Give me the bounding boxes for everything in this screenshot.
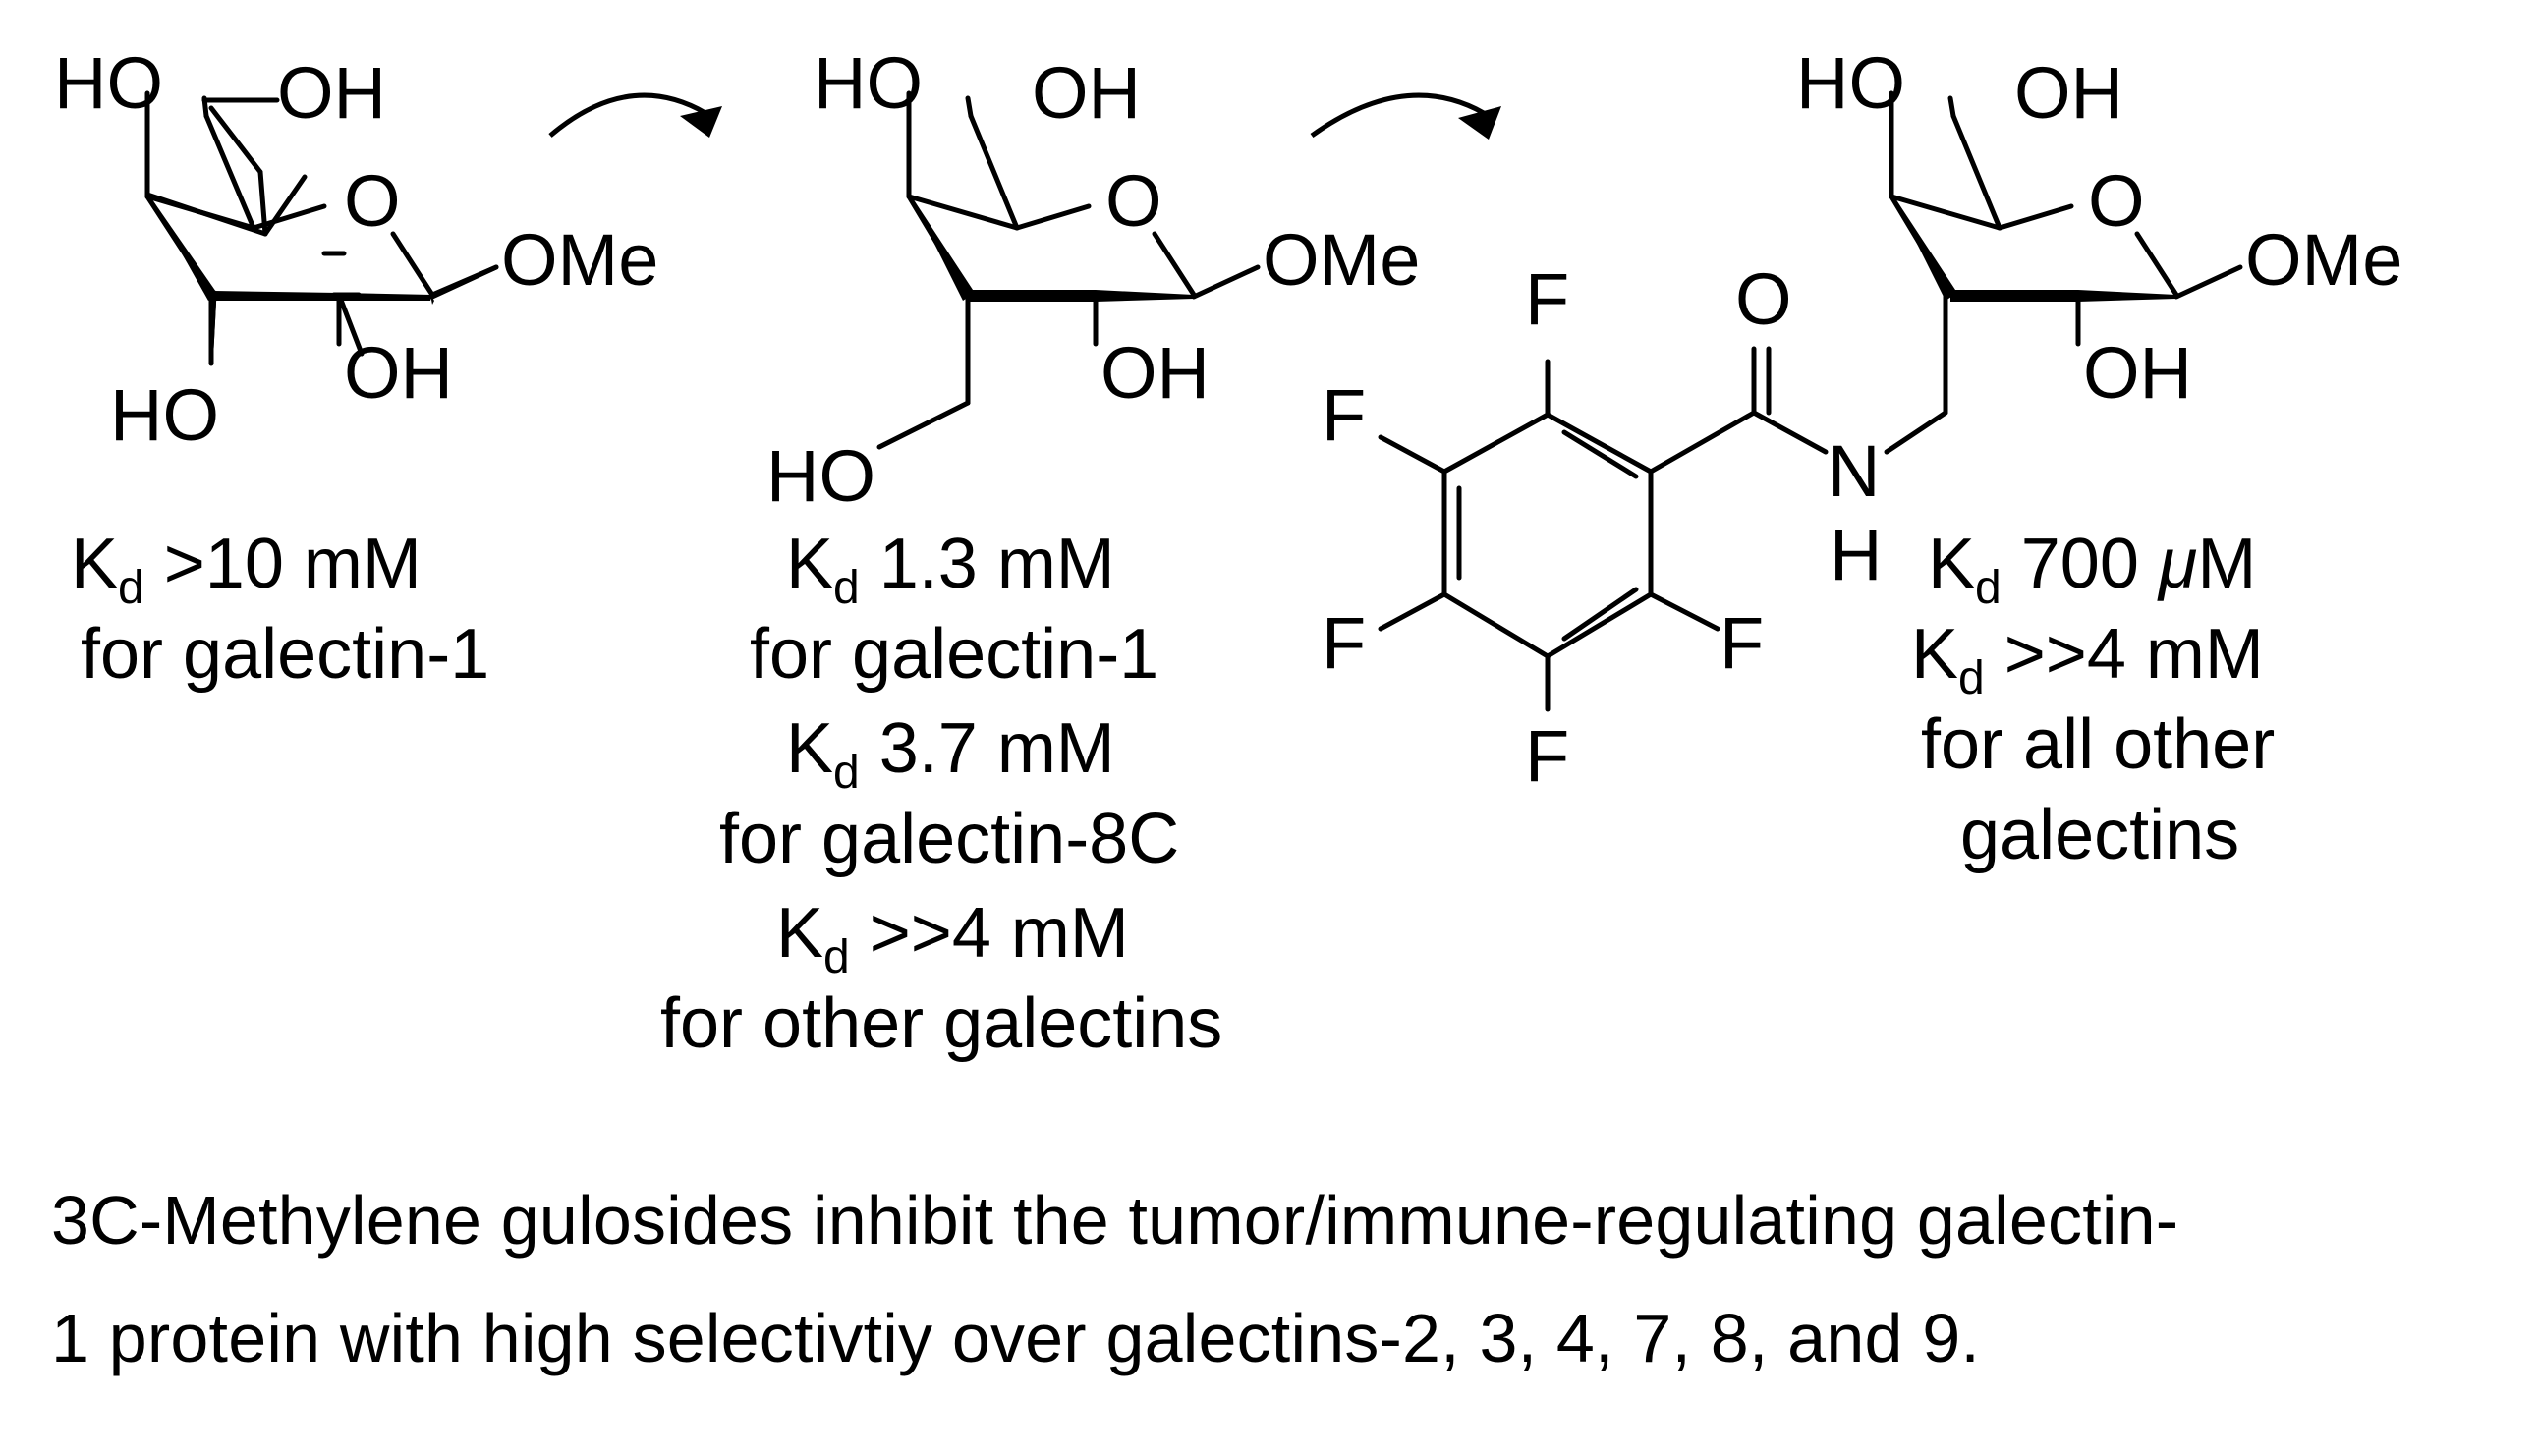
compound-2-oh-top: OH	[1032, 52, 1141, 134]
compound-3-ring-o: O	[2088, 160, 2145, 242]
compound-3-wedge-1	[1891, 193, 1957, 301]
pentafluorophenyl-ring	[1378, 292, 1948, 712]
compound-2-wedge-3	[1096, 290, 1194, 302]
compound-2-kd-1: Kd 1.3 mM	[786, 525, 1115, 614]
compound-3-amide-h: H	[1830, 514, 1882, 595]
compound-2-kd-3: Kd >>4 mM	[776, 894, 1129, 983]
compound-1-target: for galectin-1	[81, 615, 489, 694]
compound-3-f-lower-left: F	[1322, 602, 1366, 684]
compound-2-target-1: for galectin-1	[750, 615, 1158, 694]
compound-2-wedge-1	[909, 193, 975, 301]
compound-3-f-upper-left: F	[1322, 374, 1366, 456]
compound-3-wedge-2	[1950, 290, 2078, 302]
compound-2-oh-bottom: OH	[1100, 332, 1210, 414]
compound-1-ome: OMe	[501, 219, 658, 301]
compound-3-target-2: galectins	[1960, 796, 2239, 874]
compound-3-f-bottom: F	[1525, 715, 1569, 797]
reaction-arrow-2	[1310, 92, 1501, 140]
compound-3-ho-top: HO	[1796, 42, 1905, 124]
reaction-scheme: HO OH O OMe OH HO Kd >10 mM for galectin…	[54, 42, 2402, 1063]
compound-1-ring-bonds	[144, 90, 499, 366]
compound-3-wedge-3	[2078, 290, 2176, 302]
caption-line-2: 1 protein with high selectivtiy over gal…	[51, 1300, 1981, 1376]
compound-1-kd-line: Kd >10 mM	[71, 525, 422, 614]
compound-1-ho-bottom: HO	[110, 374, 219, 456]
compound-3-oh-top: OH	[2014, 52, 2123, 134]
compound-3-ome: OMe	[2245, 219, 2402, 301]
compound-3-kd-2: Kd >>4 mM	[1911, 615, 2264, 704]
compound-3-amide-n: N	[1828, 430, 1880, 512]
reaction-arrow-1	[548, 92, 722, 138]
compound-3-f-lower-right: F	[1720, 602, 1764, 684]
compound-2-ome: OMe	[1263, 219, 1420, 301]
compound-1-ring-o: O	[344, 160, 401, 242]
compound-1-oh-top: OH	[277, 52, 386, 134]
compound-3-oh-bottom: OH	[2083, 332, 2192, 414]
compound-2-ring-o: O	[1105, 160, 1162, 242]
compound-1-oh-bottom: OH	[344, 332, 453, 414]
compound-3-f-top: F	[1525, 258, 1569, 340]
compound-2-target-3: for other galectins	[660, 984, 1222, 1063]
compound-2-ho-methylene: HO	[766, 435, 875, 517]
compound-3-target-1: for all other	[1921, 705, 2275, 784]
compound-2-ho-top: HO	[814, 42, 923, 124]
compound-2-target-2: for galectin-8C	[719, 800, 1179, 878]
caption-line-1: 3C-Methylene gulosides inhibit the tumor…	[51, 1182, 2179, 1259]
compound-1-structure: HO OH O OMe OH HO	[54, 42, 658, 456]
compound-3-carbonyl-o: O	[1735, 258, 1792, 340]
compound-3-kd-1: Kd 700 μM	[1928, 525, 2256, 614]
compound-2-kd-2: Kd 3.7 mM	[786, 709, 1115, 799]
compound-2-wedge-2	[968, 290, 1096, 302]
